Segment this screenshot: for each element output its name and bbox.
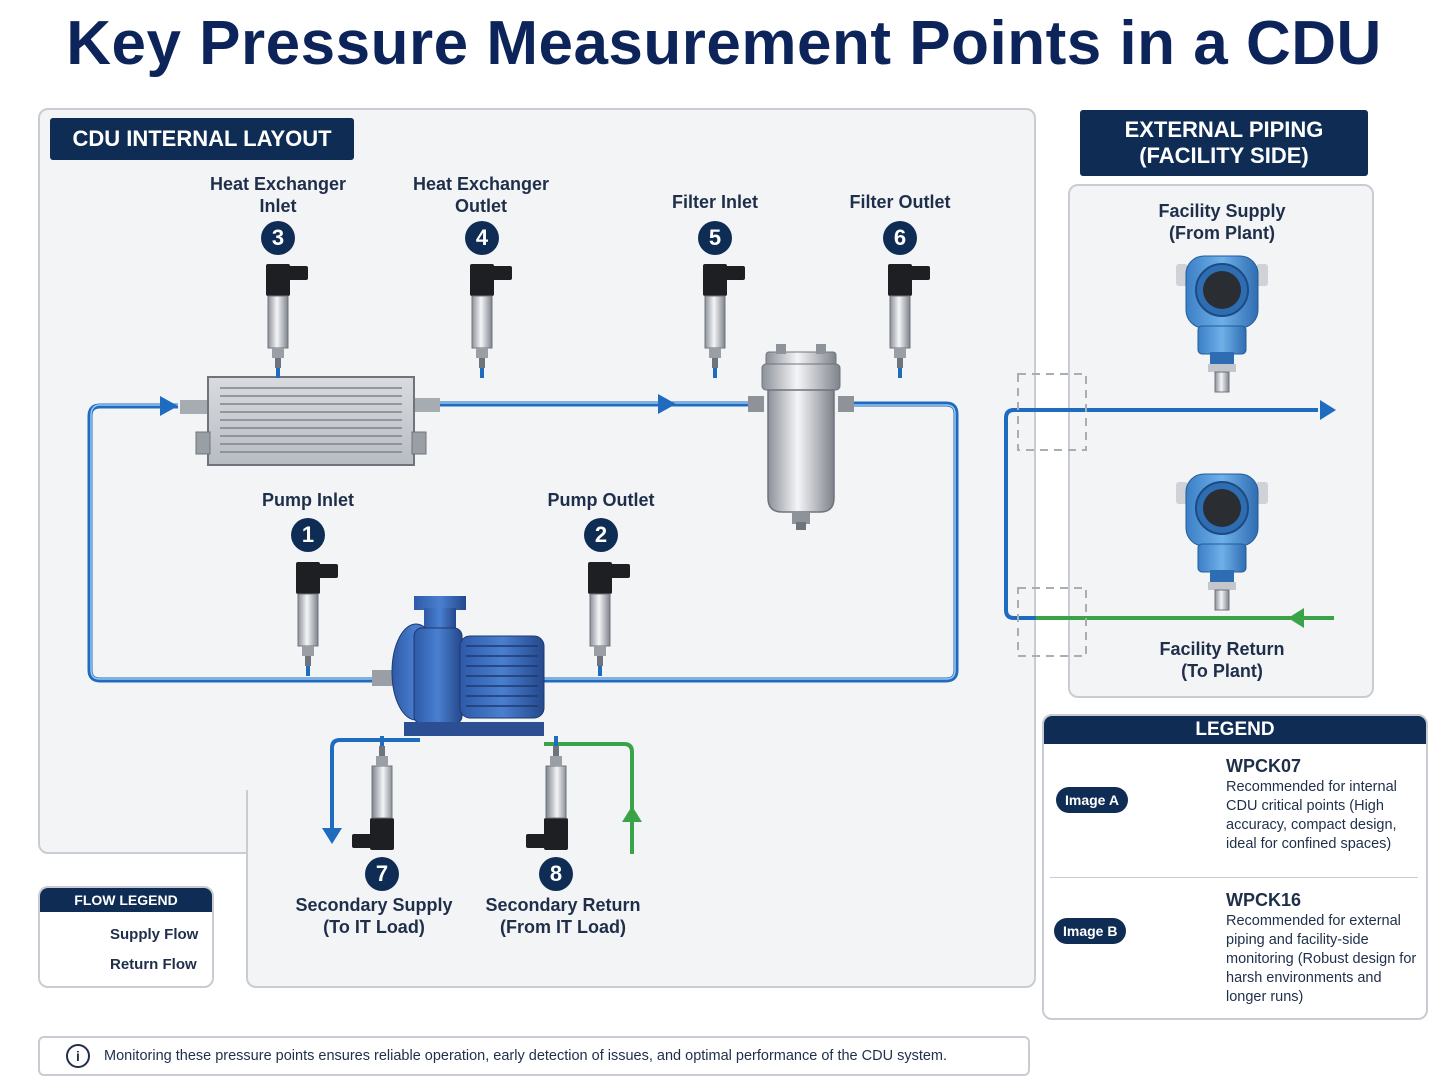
external-piping (1004, 373, 1336, 657)
flow-legend-title: FLOW LEGEND (40, 888, 212, 912)
badge-point-4: 4 (465, 221, 499, 255)
internal-heading: CDU INTERNAL LAYOUT (50, 118, 354, 160)
label-point-1: Pump Inlet (261, 490, 354, 510)
image-b-tag: Image B (1054, 918, 1127, 944)
badge-point-6: 6 (883, 221, 917, 255)
transmitter-filter-inlet (703, 264, 745, 378)
info-note: i Monitoring these pressure points ensur… (38, 1036, 1030, 1076)
facility-return-label: Facility Return (To Plant) (1159, 639, 1285, 681)
badge-point-8: 8 (539, 857, 573, 891)
transmitter-heat-exchanger-outlet (470, 264, 512, 378)
pump (372, 596, 545, 736)
image-a-tag: Image A (1056, 787, 1128, 813)
flow-legend: FLOW LEGEND Supply Flow Return Flow (38, 886, 214, 988)
product-legend: LEGEND Image A WPCK07 Recommended for in… (1042, 714, 1428, 1020)
badge-point-5: 5 (698, 221, 732, 255)
transmitter-heat-exchanger-inlet (266, 264, 308, 378)
label-point-8: Secondary Return (From IT Load) (485, 895, 641, 937)
page-title: Key Pressure Measurement Points in a CDU (66, 9, 1382, 78)
label-point-5: Filter Inlet (671, 192, 758, 212)
label-point-7: Secondary Supply (To IT Load) (295, 895, 453, 937)
heat-exchanger (180, 376, 440, 466)
info-note-text: Monitoring these pressure points ensures… (104, 1048, 948, 1064)
product-legend-title: LEGEND (1044, 716, 1426, 744)
external-heading: EXTERNAL PIPING (FACILITY SIDE) (1080, 110, 1368, 176)
flow-arrow (658, 394, 676, 414)
desc-wpck16: Recommended for external piping and faci… (1226, 913, 1417, 1005)
secondary-supply-arrow (322, 828, 342, 844)
return-flow-label: Return Flow (110, 956, 197, 973)
filter (748, 344, 854, 530)
facility-return-transmitter (1176, 473, 1268, 611)
label-point-3: Heat Exchanger Inlet (209, 174, 347, 216)
label-point-2: Pump Outlet (547, 490, 655, 510)
badge-point-1: 1 (291, 518, 325, 552)
transmitter-pump-outlet (588, 562, 630, 676)
loop-pipe-highlight (90, 402, 956, 680)
transmitter-filter-outlet (888, 264, 930, 378)
secondary-return-arrow (622, 806, 642, 822)
badge-point-2: 2 (584, 518, 618, 552)
info-icon: i (66, 1044, 90, 1068)
label-point-4: Heat Exchanger Outlet (412, 174, 550, 216)
transmitter-pump-inlet (296, 562, 338, 676)
model-wpck16: WPCK16 (1226, 890, 1302, 910)
flow-arrow (160, 396, 178, 416)
desc-wpck07: Recommended for internal CDU critical po… (1226, 779, 1397, 852)
facility-supply-transmitter (1176, 255, 1268, 393)
facility-supply-label: Facility Supply (From Plant) (1158, 201, 1286, 243)
legend-divider (1050, 877, 1418, 878)
secondary-supply-pipe (330, 738, 420, 830)
supply-flow-label: Supply Flow (110, 926, 199, 943)
transmitter-secondary-supply (352, 736, 394, 850)
model-wpck07: WPCK07 (1226, 756, 1302, 776)
badge-point-3: 3 (261, 221, 295, 255)
transmitter-secondary-return (526, 736, 568, 850)
label-point-6: Filter Outlet (849, 192, 951, 212)
badge-point-7: 7 (365, 857, 399, 891)
secondary-return-pipe (544, 742, 634, 854)
